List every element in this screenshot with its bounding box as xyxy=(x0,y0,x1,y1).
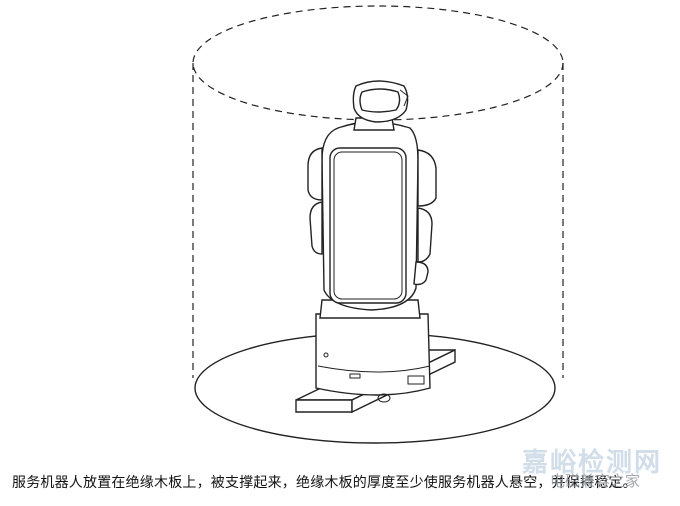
test-volume-cylinder xyxy=(192,5,564,378)
watermark-main: 嘉峪检测网 xyxy=(521,448,662,478)
robot-right-arm xyxy=(417,149,437,207)
robot-base xyxy=(315,313,431,396)
watermark-sub: 电磁兼容之家 xyxy=(549,472,640,490)
robot-screen xyxy=(329,147,407,304)
robot-left-arm xyxy=(307,147,323,201)
robot-insulation-setup-diagram xyxy=(192,5,564,444)
service-robot xyxy=(307,80,437,403)
caption-text: 服务机器人放置在绝缘木板上，被支撑起来，绝缘木板的厚度至少使服务机器人悬空，并保… xyxy=(12,475,637,491)
